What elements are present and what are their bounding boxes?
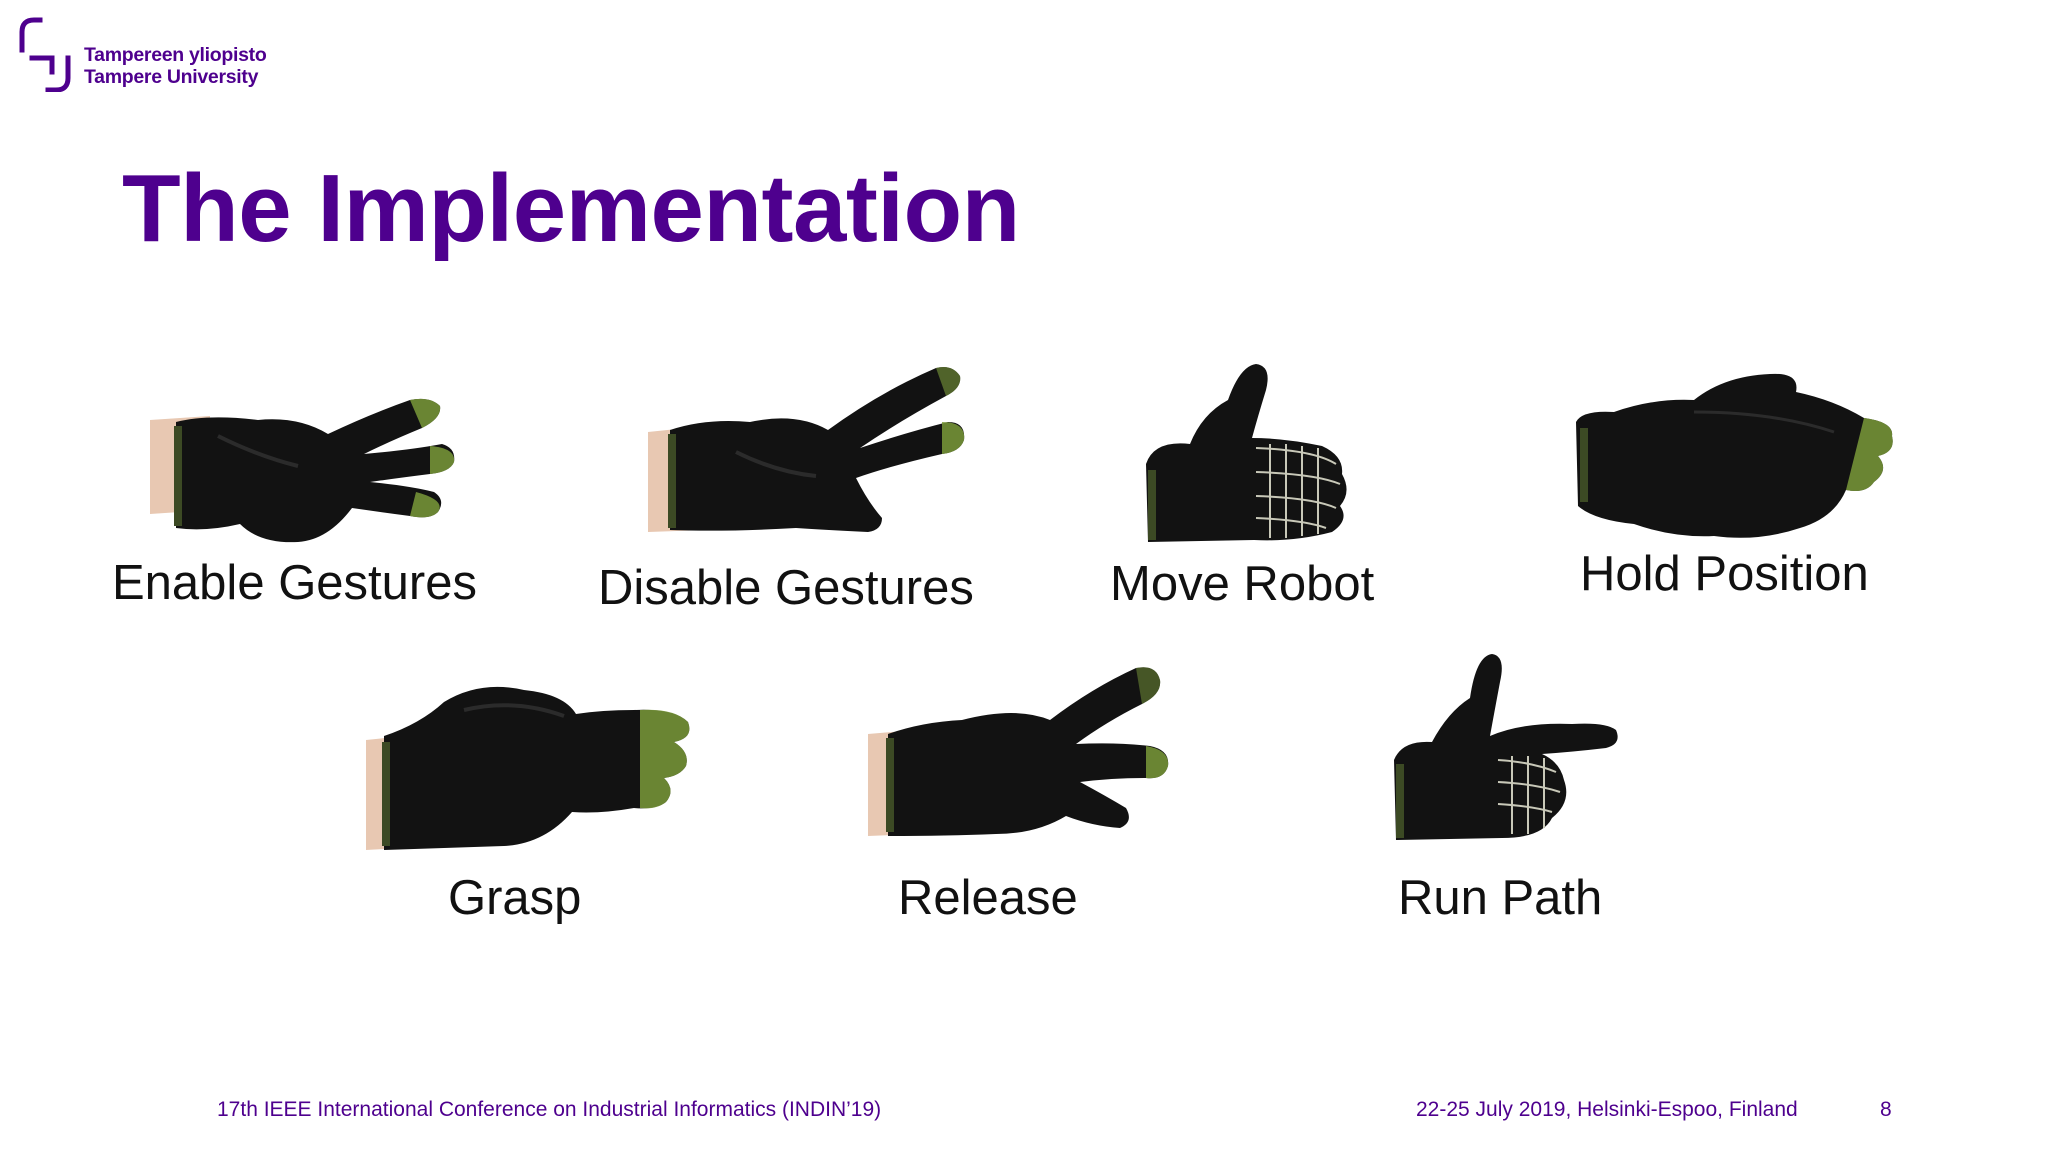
gesture-disable-gestures (646, 362, 966, 536)
university-logo: Tampereen yliopisto Tampere University (18, 14, 278, 94)
glove-three-fingers-fist-icon (366, 686, 690, 850)
glove-thumbs-up-icon (1146, 364, 1347, 542)
footer-date-location: 22-25 July 2019, Helsinki-Espoo, Finland (1416, 1098, 1798, 1121)
glove-finger-gun-icon (1394, 654, 1618, 840)
gesture-release (866, 664, 1172, 838)
gesture-run-path (1392, 652, 1620, 840)
logo-line-finnish: Tampereen yliopisto (84, 44, 267, 66)
slide-title: The Implementation (122, 155, 1020, 262)
footer-conference: 17th IEEE International Conference on In… (217, 1098, 882, 1121)
page-number: 8 (1880, 1098, 1892, 1121)
gesture-move-robot (1144, 360, 1358, 542)
glove-three-fingers-extended-icon (150, 398, 455, 543)
gesture-enable-gestures (148, 376, 468, 546)
label-move-robot: Move Robot (1110, 557, 1375, 611)
logo-text: Tampereen yliopisto Tampere University (84, 44, 267, 88)
label-run-path: Run Path (1398, 871, 1603, 925)
label-grasp: Grasp (448, 871, 582, 925)
gesture-grasp (364, 680, 694, 852)
tampere-university-logo-icon (19, 17, 71, 92)
glove-two-fingers-extended-icon (648, 367, 965, 532)
label-disable-gestures: Disable Gestures (598, 561, 974, 615)
glove-two-fingers-spread-icon (868, 667, 1169, 836)
logo-line-english: Tampere University (84, 66, 259, 88)
label-release: Release (898, 871, 1078, 925)
label-hold-position: Hold Position (1580, 547, 1869, 601)
glove-flat-hand-icon (1576, 373, 1893, 538)
gesture-hold-position (1574, 372, 1896, 544)
label-enable-gestures: Enable Gestures (112, 556, 477, 610)
